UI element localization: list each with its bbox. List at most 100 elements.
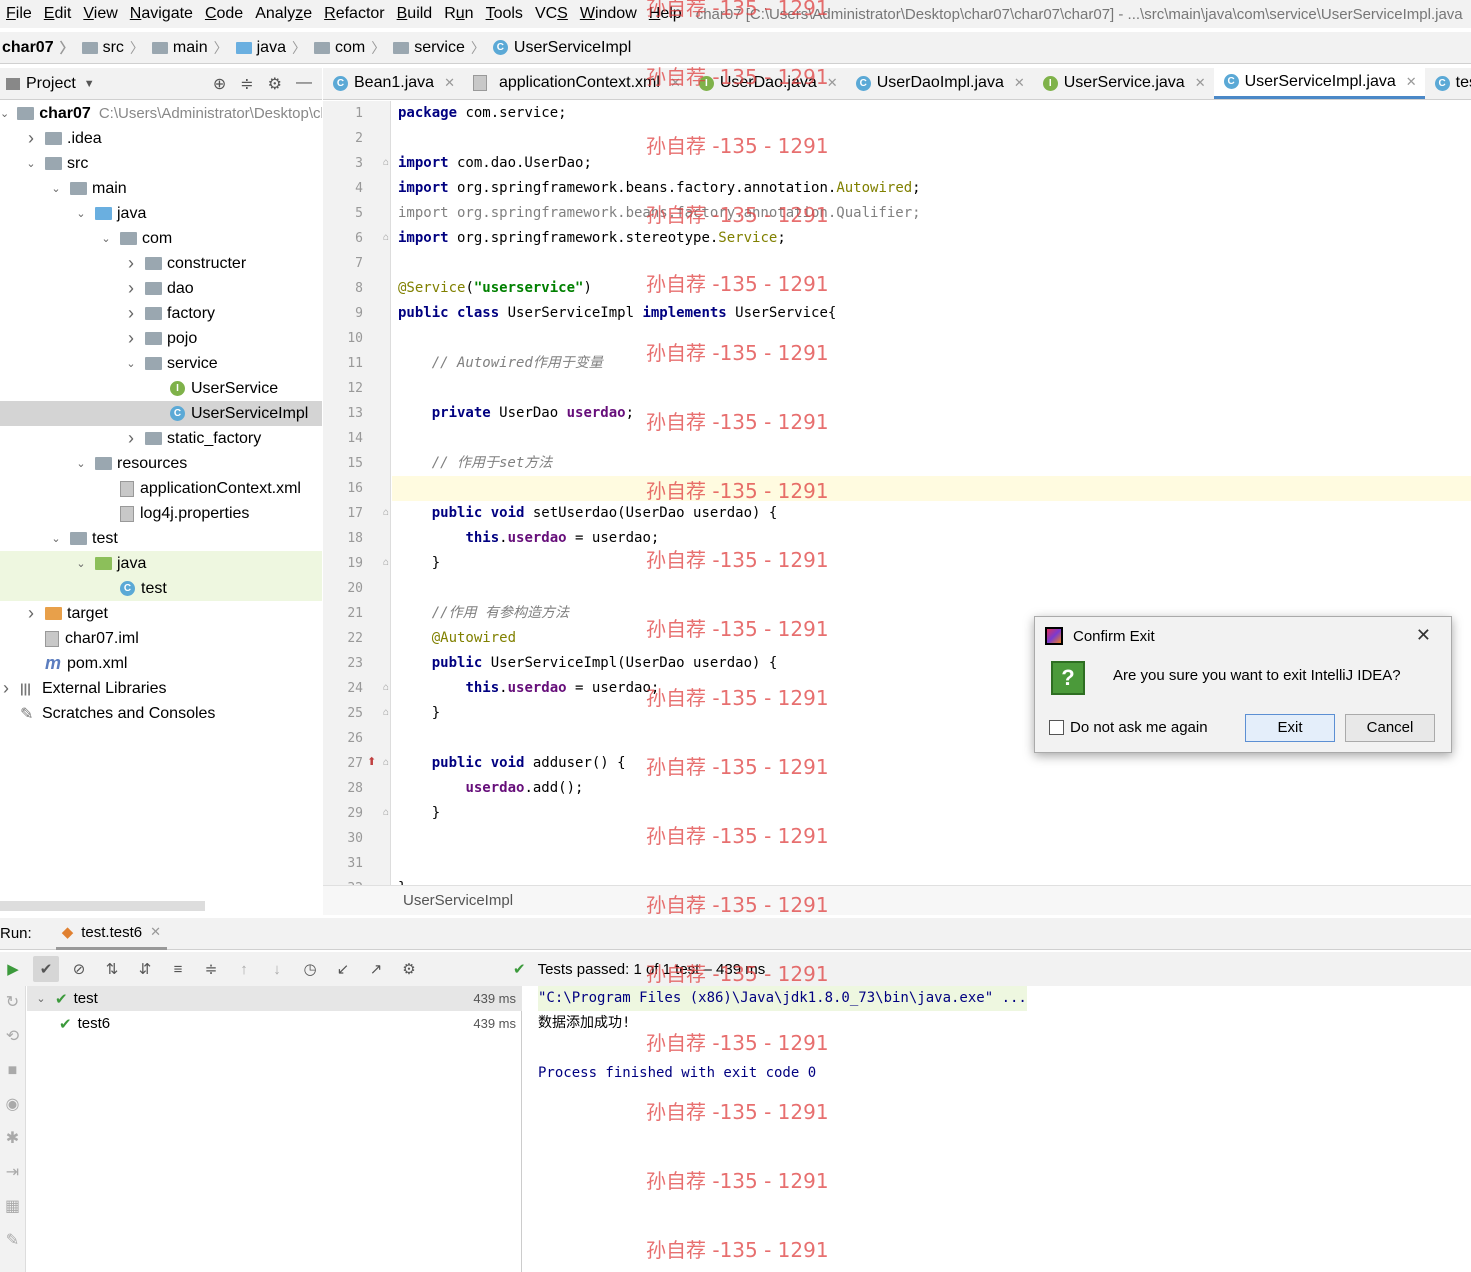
- code-line[interactable]: // 作用于set方法: [392, 451, 1471, 476]
- collapse-all-icon[interactable]: ≑: [240, 75, 254, 93]
- locate-icon[interactable]: ⊕: [212, 75, 227, 93]
- tree-node[interactable]: ›|||External Libraries: [0, 676, 322, 701]
- menu-item[interactable]: Window: [579, 5, 637, 22]
- collapse-all-icon[interactable]: ≑: [204, 961, 218, 978]
- code-line[interactable]: public UserServiceImpl(UserDao userdao) …: [392, 651, 1471, 676]
- chevron-down-icon[interactable]: ⌄: [76, 558, 86, 570]
- close-icon[interactable]: ✕: [1405, 73, 1417, 89]
- breadcrumb-item[interactable]: java〉: [228, 38, 306, 58]
- code-line[interactable]: import org.springframework.beans.factory…: [392, 201, 1471, 226]
- toggle-autotest-icon[interactable]: ⟲: [5, 1028, 20, 1045]
- code-line[interactable]: }: [392, 876, 1471, 885]
- tree-node[interactable]: ⌄resources: [0, 451, 322, 476]
- code-line[interactable]: [392, 576, 1471, 601]
- code-line[interactable]: public class UserServiceImpl implements …: [392, 301, 1471, 326]
- code-line[interactable]: [392, 326, 1471, 351]
- code-line[interactable]: private UserDao userdao;: [392, 401, 1471, 426]
- breadcrumb-item[interactable]: com〉: [306, 38, 385, 58]
- expand-all-icon[interactable]: ≡: [173, 960, 183, 978]
- close-icon[interactable]: ✕: [1415, 625, 1431, 645]
- menu-item[interactable]: View: [83, 5, 118, 22]
- tree-node[interactable]: ›dao: [0, 276, 322, 301]
- tree-node[interactable]: ›factory: [0, 301, 322, 326]
- previous-icon[interactable]: ↑: [240, 960, 248, 978]
- tree-node[interactable]: ›static_factory: [0, 426, 322, 451]
- menu-item[interactable]: Edit: [43, 5, 72, 22]
- chevron-down-icon[interactable]: ⌄: [126, 358, 136, 370]
- menu-item[interactable]: Analyze: [255, 5, 313, 22]
- tree-node[interactable]: ⌄java: [0, 201, 322, 226]
- chevron-down-icon[interactable]: ⌄: [26, 158, 36, 170]
- close-icon[interactable]: ✕: [669, 75, 681, 90]
- menu-item[interactable]: Run: [444, 5, 474, 22]
- code-line[interactable]: import com.dao.UserDao;: [392, 151, 1471, 176]
- chevron-down-icon[interactable]: ⌄: [51, 533, 61, 545]
- fold-marker-icon[interactable]: ⌂: [383, 807, 390, 818]
- chevron-right-icon[interactable]: ›: [128, 328, 134, 348]
- tree-node[interactable]: ✎Scratches and Consoles: [0, 701, 322, 726]
- project-panel-title[interactable]: Project: [26, 74, 76, 92]
- chevron-down-icon[interactable]: ▼: [83, 77, 95, 90]
- fold-marker-icon[interactable]: ⌂: [383, 232, 390, 243]
- fold-marker-icon[interactable]: ⌂: [383, 757, 390, 768]
- tree-node[interactable]: ⌄service: [0, 351, 322, 376]
- rerun-icon[interactable]: ▶: [7, 961, 19, 978]
- chevron-right-icon[interactable]: ›: [128, 428, 134, 448]
- import-icon[interactable]: ↙: [336, 961, 350, 978]
- chevron-right-icon[interactable]: ›: [128, 303, 134, 323]
- menu-item[interactable]: Code: [204, 5, 244, 22]
- code-line[interactable]: [392, 851, 1471, 876]
- menu-item[interactable]: Help: [648, 5, 682, 22]
- tree-node[interactable]: ›target: [0, 601, 322, 626]
- fold-marker-icon[interactable]: ⌂: [383, 682, 390, 693]
- sort-duration-icon[interactable]: ⇵: [138, 961, 152, 978]
- breadcrumb-item[interactable]: main〉: [144, 38, 228, 58]
- code-line[interactable]: [392, 826, 1471, 851]
- show-ignored-icon[interactable]: ⊘: [72, 961, 86, 978]
- settings-icon[interactable]: ⚙: [402, 961, 416, 978]
- override-marker-icon[interactable]: ⬆: [367, 756, 377, 768]
- tree-node[interactable]: applicationContext.xml: [0, 476, 322, 501]
- code-line[interactable]: import org.springframework.stereotype.Se…: [392, 226, 1471, 251]
- layout-icon[interactable]: ▦: [4, 1198, 21, 1215]
- history-icon[interactable]: ◷: [303, 961, 317, 978]
- close-icon[interactable]: ✕: [826, 75, 838, 90]
- minimize-icon[interactable]: —: [296, 73, 312, 91]
- code-line[interactable]: }: [392, 551, 1471, 576]
- chevron-down-icon[interactable]: ⌄: [101, 233, 111, 245]
- camera-icon[interactable]: ◉: [5, 1096, 20, 1113]
- cancel-button[interactable]: Cancel: [1345, 714, 1435, 742]
- export-icon[interactable]: ↗: [369, 961, 383, 978]
- show-passed-icon[interactable]: ✔: [33, 956, 59, 982]
- exit-button[interactable]: Exit: [1245, 714, 1335, 742]
- exit-icon[interactable]: ⇥: [5, 1164, 20, 1181]
- chevron-right-icon[interactable]: ›: [3, 678, 9, 698]
- code-line[interactable]: userdao.add();: [392, 776, 1471, 801]
- fold-marker-icon[interactable]: ⌂: [383, 507, 390, 518]
- tree-node[interactable]: char07.iml: [0, 626, 322, 651]
- editor-footer-breadcrumb[interactable]: UserServiceImpl: [323, 885, 1471, 915]
- gear-icon[interactable]: ⚙: [267, 75, 282, 93]
- next-icon[interactable]: ↓: [273, 960, 281, 978]
- breadcrumb-item[interactable]: src〉: [74, 38, 144, 58]
- close-icon[interactable]: ✕: [1194, 75, 1206, 90]
- menu-item[interactable]: File: [6, 5, 32, 22]
- code-line[interactable]: import org.springframework.beans.factory…: [392, 176, 1471, 201]
- chevron-right-icon[interactable]: ›: [28, 128, 34, 148]
- tree-node[interactable]: ⌄src: [0, 151, 322, 176]
- menu-item[interactable]: Refactor: [324, 5, 385, 22]
- editor-tab[interactable]: applicationContext.xml✕: [463, 68, 689, 99]
- chevron-right-icon[interactable]: ›: [128, 253, 134, 273]
- rerun-failed-icon[interactable]: ↻: [5, 994, 20, 1011]
- code-line[interactable]: }: [392, 801, 1471, 826]
- run-tab[interactable]: ◆ test.test6 ✕: [55, 918, 168, 950]
